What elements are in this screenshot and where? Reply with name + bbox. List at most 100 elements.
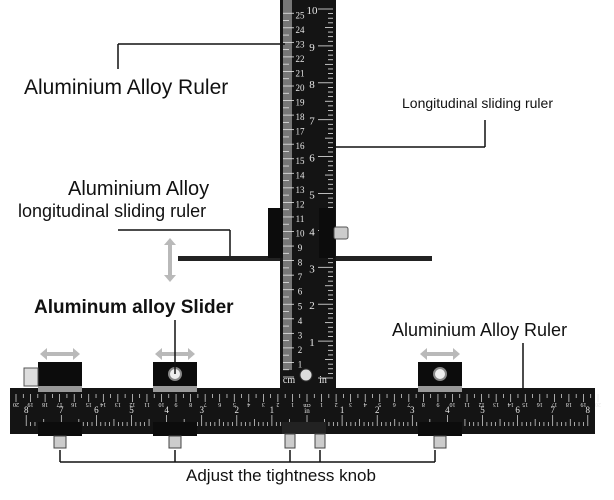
vertical-cm-label: 23: [296, 39, 306, 49]
vertical-inch-label: 9: [309, 42, 315, 54]
horizontal-cm-unit: cm: [303, 402, 311, 408]
horizontal-cm-label: 13: [115, 401, 121, 407]
vertical-cm-label: 25: [296, 10, 306, 20]
horizontal-cm-label: 19: [28, 401, 34, 407]
horizontal-inch-label: 8: [24, 405, 29, 415]
horizontal-cm-label: 18: [42, 401, 48, 407]
vertical-inch-label: 2: [309, 300, 315, 312]
tightness-knob-left: [53, 435, 67, 449]
horizontal-inch-label: 2: [235, 405, 240, 415]
label-adjust-knob: Adjust the tightness knob: [186, 466, 376, 485]
vertical-inch-label: 4: [309, 226, 315, 238]
slider-screw-right: [433, 367, 447, 381]
horizontal-cm-label: 17: [57, 401, 63, 407]
horizontal-inch-label: 3: [199, 405, 204, 415]
slider-base-middle: [153, 386, 197, 392]
horizontal-inch-label: 1: [270, 405, 275, 415]
horizontal-cm-label: 19: [580, 401, 586, 407]
horizontal-cm-label: 4: [247, 401, 250, 407]
horizontal-inch-label: 6: [94, 405, 99, 415]
vertical-cm-label: 13: [296, 185, 306, 195]
vertical-cm-label: 2: [298, 345, 303, 355]
horizontal-cm-label: 16: [537, 401, 543, 407]
longitudinal-slider-knob: [333, 226, 349, 240]
double-arrow-icon: [420, 348, 460, 360]
horizontal-cm-label: 4: [364, 401, 367, 407]
slider-bottom-middle: [153, 422, 197, 436]
horizontal-cm-label: 15: [86, 401, 92, 407]
vertical-cm-label: 22: [296, 54, 305, 64]
horizontal-inch-label: 5: [129, 405, 134, 415]
label-aluminium-alloy-ruler-right: Aluminium Alloy Ruler: [392, 320, 568, 340]
slider-base-right: [418, 386, 462, 392]
horizontal-inch-label: 8: [586, 405, 591, 415]
horizontal-cm-label: 8: [422, 401, 425, 407]
horizontal-cm-label: 1: [320, 401, 323, 407]
horizontal-cm-label: 17: [551, 401, 557, 407]
longitudinal-slider-block-left: [268, 208, 283, 258]
horizontal-cm-label: 10: [450, 401, 456, 407]
vertical-cm-label: 11: [296, 214, 305, 224]
vertical-cm-label: 14: [296, 170, 306, 180]
vertical-ruler-cm-scale: [283, 0, 292, 370]
tightness-knob-right: [433, 435, 447, 449]
double-arrow-icon: [40, 348, 80, 360]
horizontal-inch-label: 5: [480, 405, 485, 415]
label-aluminium-alloy: Aluminium Alloy: [68, 178, 210, 200]
horizontal-cm-label: 2: [335, 401, 338, 407]
horizontal-cm-label: 6: [218, 401, 221, 407]
horizontal-cm-label: 3: [262, 401, 265, 407]
vertical-cm-label: 18: [296, 112, 306, 122]
vertical-cm-label: 6: [298, 287, 303, 297]
horizontal-inch-label: 4: [445, 405, 450, 415]
vertical-inch-label: 5: [309, 190, 315, 202]
horizontal-cm-label: 7: [204, 401, 207, 407]
vertical-cm-label: 3: [298, 330, 303, 340]
label-aluminum-alloy-slider: Aluminum alloy Slider: [34, 297, 234, 318]
horizontal-cm-label: 9: [175, 401, 178, 407]
horizontal-cm-label: 9: [436, 401, 439, 407]
horizontal-inch-label: 7: [59, 405, 64, 415]
horizontal-cm-label: 6: [393, 401, 396, 407]
vertical-cm-label: 12: [296, 199, 305, 209]
vertical-cm-label: 5: [298, 301, 303, 311]
horizontal-cm-label: 15: [522, 401, 528, 407]
slider-bottom-right: [418, 422, 462, 436]
horizontal-inch-label: 6: [515, 405, 520, 415]
vertical-inch-label: 1: [309, 337, 315, 349]
vertical-cm-label: 15: [296, 156, 306, 166]
horizontal-cm-label: 14: [508, 401, 514, 407]
longitudinal-slider-block-right: [319, 208, 335, 258]
horizontal-cm-label: 7: [407, 401, 410, 407]
horizontal-inch-label: 2: [375, 405, 380, 415]
vertical-in-unit: in: [319, 375, 327, 386]
slider-bottom-left: [38, 422, 82, 436]
vertical-inch-label: 10: [307, 5, 319, 17]
tightness-knob-center: [314, 433, 326, 449]
horizontal-cm-label: 13: [493, 401, 499, 407]
vertical-cm-label: 1: [298, 359, 303, 369]
vertical-cm-label: 21: [296, 68, 305, 78]
vertical-inch-label: 8: [309, 79, 315, 91]
horizontal-cm-label: 12: [129, 401, 135, 407]
vertical-cm-label: 19: [296, 98, 306, 108]
vertical-ruler-knob: [299, 368, 313, 382]
tightness-knob-center: [284, 433, 296, 449]
label-longitudinal-sliding-ruler-2: longitudinal sliding ruler: [18, 201, 207, 221]
horizontal-inch-label: 1: [340, 405, 345, 415]
horizontal-cm-label: 14: [100, 401, 106, 407]
horizontal-cm-label: 5: [378, 401, 381, 407]
horizontal-cm-label: 18: [566, 401, 572, 407]
horizontal-cm-label: 10: [159, 401, 165, 407]
horizontal-cm-label: 11: [464, 401, 470, 407]
vertical-double-arrow-icon: [164, 238, 176, 282]
horizontal-cm-label: 5: [233, 401, 236, 407]
label-aluminium-alloy-ruler: Aluminium Alloy Ruler: [24, 76, 229, 99]
horizontal-cm-label: 2: [276, 401, 279, 407]
horizontal-inch-label: 4: [164, 405, 169, 415]
vertical-cm-label: 20: [296, 83, 306, 93]
vertical-cm-label: 9: [298, 243, 303, 253]
horizontal-cm-label: 16: [71, 401, 77, 407]
